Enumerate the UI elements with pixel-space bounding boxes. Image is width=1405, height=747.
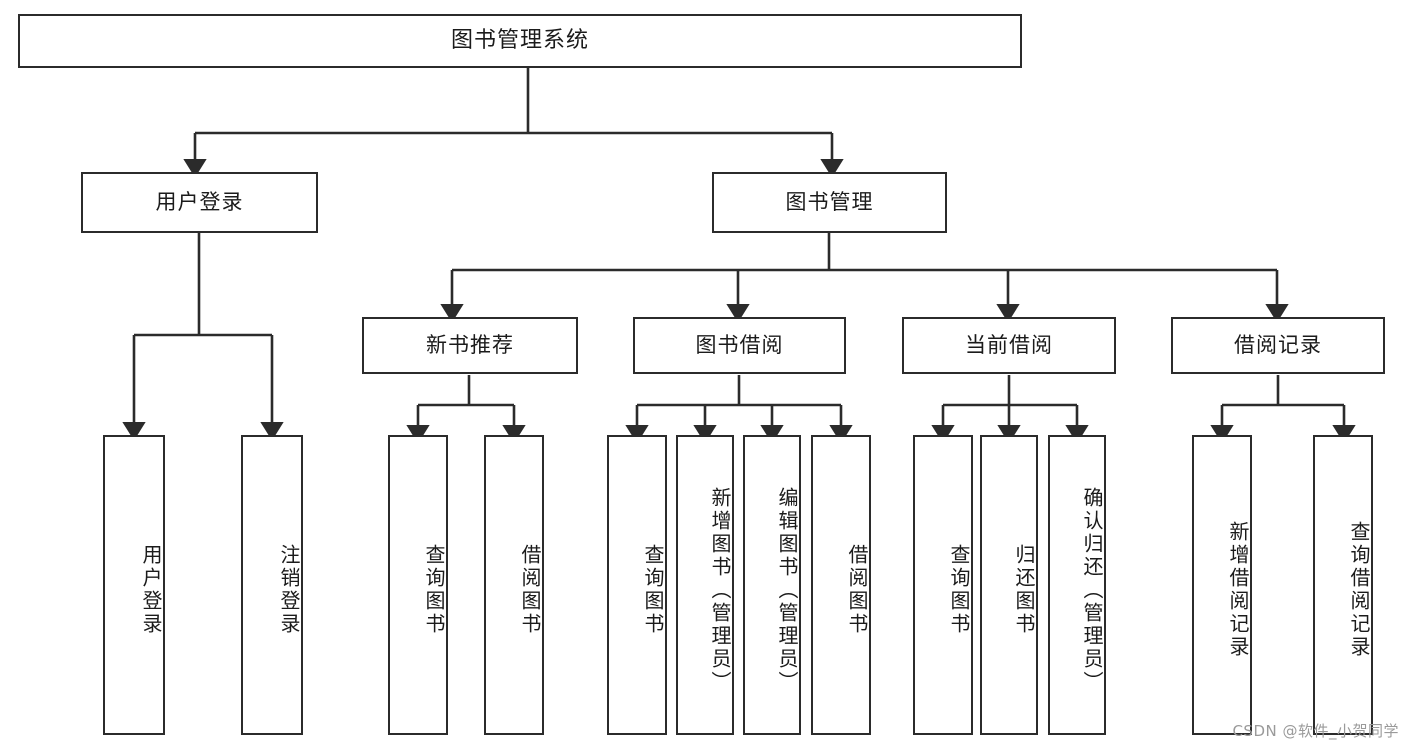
leaf-user-login-label: 用户登录 bbox=[139, 544, 163, 636]
leaf-query-book-3[interactable]: 查询图书 bbox=[913, 435, 973, 735]
node-root[interactable]: 图书管理系统 bbox=[18, 14, 1022, 68]
leaf-user-login[interactable]: 用户登录 bbox=[103, 435, 165, 735]
leaf-query-record[interactable]: 查询借阅记录 bbox=[1313, 435, 1373, 735]
leaf-add-record-label: 新增借阅记录 bbox=[1226, 521, 1250, 659]
leaf-user-logout[interactable]: 注销登录 bbox=[241, 435, 303, 735]
node-root-label: 图书管理系统 bbox=[450, 27, 589, 53]
leaf-borrow-book-1-label: 借阅图书 bbox=[518, 544, 542, 636]
leaf-user-logout-label: 注销登录 bbox=[277, 544, 301, 636]
leaf-query-book-1-label: 查询图书 bbox=[422, 544, 446, 636]
node-new-book-recommend-label: 新书推荐 bbox=[426, 332, 514, 357]
node-current-borrow-label: 当前借阅 bbox=[965, 332, 1053, 357]
node-new-book-recommend[interactable]: 新书推荐 bbox=[362, 317, 578, 374]
node-user-login-label: 用户登录 bbox=[155, 189, 244, 214]
leaf-return-book[interactable]: 归还图书 bbox=[980, 435, 1038, 735]
leaf-add-record[interactable]: 新增借阅记录 bbox=[1192, 435, 1252, 735]
leaf-query-book-2-label: 查询图书 bbox=[641, 544, 665, 636]
leaf-borrow-book-2-label: 借阅图书 bbox=[845, 544, 869, 636]
leaf-edit-book[interactable]: 编辑图书（管理员） bbox=[743, 435, 801, 735]
node-book-borrow[interactable]: 图书借阅 bbox=[633, 317, 846, 374]
leaf-query-record-label: 查询借阅记录 bbox=[1347, 521, 1371, 659]
leaf-add-book[interactable]: 新增图书（管理员） bbox=[676, 435, 734, 735]
node-current-borrow[interactable]: 当前借阅 bbox=[902, 317, 1116, 374]
leaf-return-book-label: 归还图书 bbox=[1012, 544, 1036, 636]
node-user-login[interactable]: 用户登录 bbox=[81, 172, 318, 233]
leaf-edit-book-label: 编辑图书（管理员） bbox=[775, 486, 799, 694]
leaf-query-book-3-label: 查询图书 bbox=[947, 544, 971, 636]
leaf-add-book-label: 新增图书（管理员） bbox=[708, 486, 732, 694]
node-book-manage-label: 图书管理 bbox=[785, 189, 874, 214]
watermark: CSDN @软件_小贺同学 bbox=[1232, 722, 1399, 740]
leaf-borrow-book-2[interactable]: 借阅图书 bbox=[811, 435, 871, 735]
leaf-query-book-2[interactable]: 查询图书 bbox=[607, 435, 667, 735]
node-borrow-record[interactable]: 借阅记录 bbox=[1171, 317, 1385, 374]
node-borrow-record-label: 借阅记录 bbox=[1234, 332, 1322, 357]
leaf-confirm-return-label: 确认归还（管理员） bbox=[1080, 486, 1104, 694]
leaf-query-book-1[interactable]: 查询图书 bbox=[388, 435, 448, 735]
leaf-confirm-return[interactable]: 确认归还（管理员） bbox=[1048, 435, 1106, 735]
leaf-borrow-book-1[interactable]: 借阅图书 bbox=[484, 435, 544, 735]
node-book-borrow-label: 图书借阅 bbox=[695, 332, 784, 357]
node-book-manage[interactable]: 图书管理 bbox=[712, 172, 947, 233]
